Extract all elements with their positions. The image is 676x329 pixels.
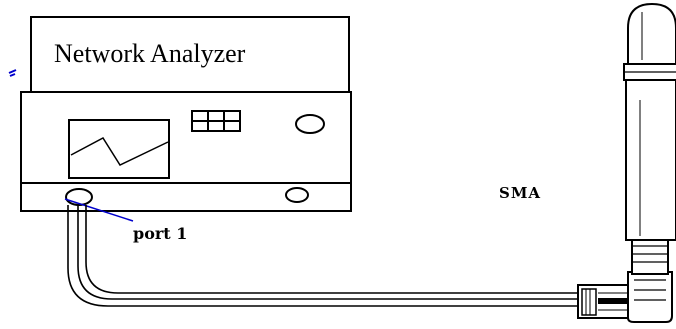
port-1-connector	[65, 188, 93, 206]
sma-label: SMA	[499, 184, 542, 202]
port-1-label: port 1	[133, 224, 188, 243]
analyzer-title: Network Analyzer	[54, 39, 246, 68]
analyzer-label-box	[30, 16, 350, 95]
trace-screen-icon	[68, 119, 170, 179]
knob-icon	[295, 114, 325, 134]
dipole-antenna-icon	[623, 2, 676, 323]
stray-mark	[8, 69, 17, 77]
button-grid-icon	[191, 110, 241, 132]
network-analyzer	[20, 91, 352, 212]
sma-connector-icon	[577, 284, 629, 319]
coaxial-cable	[67, 205, 578, 307]
lower-knob-icon	[285, 187, 309, 203]
port-pointer-line	[64, 198, 134, 222]
